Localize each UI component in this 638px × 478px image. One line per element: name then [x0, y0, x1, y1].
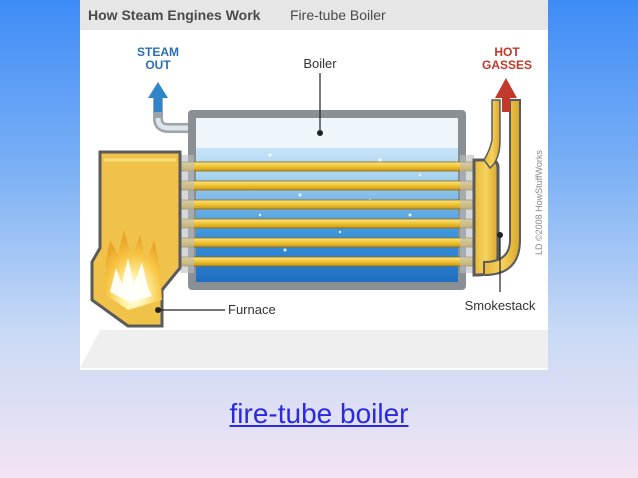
front-tube-sheet — [180, 155, 194, 273]
smokestack-pipe — [483, 99, 521, 277]
steam-pipe-inner — [155, 117, 192, 131]
rear-tube-sheet — [460, 155, 474, 273]
smokebox — [472, 158, 500, 277]
hot-gasses-label-line1: HOT — [494, 45, 520, 59]
boiler-label: Boiler — [303, 56, 337, 71]
boiler-callout-dot — [317, 130, 323, 136]
smokestack-inner-pipe — [483, 99, 501, 170]
steam-out-label-line1: STEAM — [137, 45, 179, 59]
hot-gasses-label-line2: GASSES — [482, 58, 532, 72]
hot-gasses-arrow — [495, 78, 517, 112]
smokestack-label: Smokestack — [465, 298, 536, 313]
smokestack-callout-dot — [497, 232, 503, 238]
caption-link[interactable]: fire-tube boiler — [229, 398, 409, 429]
header-title: How Steam Engines Work — [88, 7, 261, 23]
callout-lines — [160, 73, 501, 311]
floor-shadow — [80, 330, 548, 368]
flame-core — [110, 258, 152, 302]
boiler-illustration: How Steam Engines Work Fire-tube Boiler … — [80, 0, 548, 368]
furnace-callout-dot — [155, 307, 161, 313]
steam-pipe — [153, 93, 197, 133]
copyright-credit: LD ©2008 HowStuffWorks — [534, 150, 544, 255]
steam-space — [196, 118, 458, 148]
furnace-label: Furnace — [228, 302, 276, 317]
steam-out-label-line2: OUT — [145, 58, 171, 72]
header-bar — [80, 0, 548, 30]
steam-out-arrow — [148, 82, 168, 112]
header-subtitle: Fire-tube Boiler — [290, 7, 386, 23]
fire-tube-boiler-diagram: How Steam Engines Work Fire-tube Boiler … — [80, 0, 548, 370]
